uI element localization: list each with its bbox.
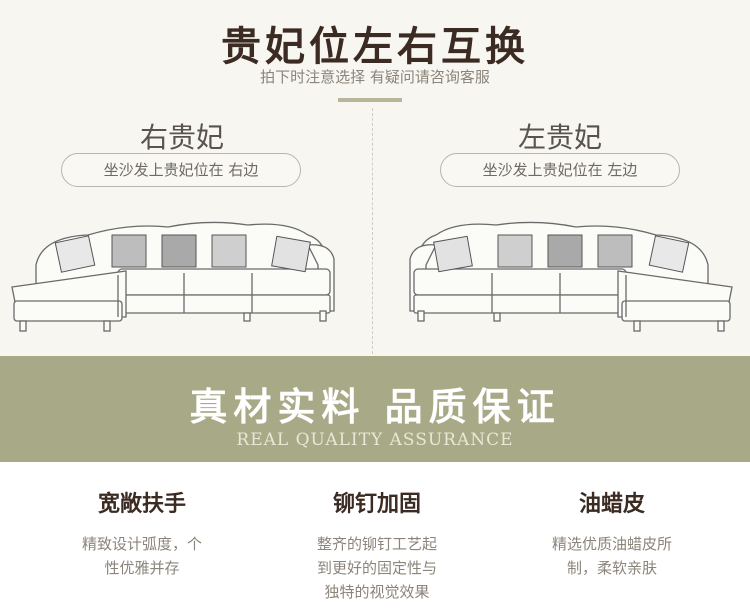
sofa-right-chaise-image bbox=[11, 221, 335, 332]
option-right-chaise-note: 坐沙发上贵妃位在 右边 bbox=[61, 153, 301, 187]
option-left-chaise-title: 左贵妃 bbox=[517, 121, 602, 154]
center-divider bbox=[372, 108, 373, 354]
page-title: 贵妃位左右互换 bbox=[221, 23, 529, 70]
feature-title: 宽敞扶手 bbox=[97, 491, 186, 517]
feature-armrest: 宽敞扶手 精致设计弧度，个 性优雅并存 bbox=[42, 486, 242, 580]
banner-subtitle: REAL QUALITY ASSURANCE bbox=[236, 430, 514, 450]
page-subtitle: 拍下时注意选择 有疑问请咨询客服 bbox=[260, 68, 490, 86]
quality-banner bbox=[0, 356, 750, 462]
title-underline bbox=[338, 98, 402, 102]
features-section bbox=[0, 462, 750, 612]
feature-description: 精致设计弧度，个 性优雅并存 bbox=[81, 535, 202, 577]
option-left-chaise-note: 坐沙发上贵妃位在 左边 bbox=[440, 153, 680, 187]
feature-title: 铆钉加固 bbox=[332, 491, 421, 517]
feature-description: 精选优质油蜡皮所 制，柔软亲肤 bbox=[551, 535, 672, 577]
sofa-left-chaise-image bbox=[409, 221, 733, 332]
feature-rivets: 铆钉加固 整齐的铆钉工艺起 到更好的固定性与 独特的视觉效果 bbox=[277, 486, 477, 604]
option-right-chaise-title: 右贵妃 bbox=[139, 121, 224, 154]
feature-description: 整齐的铆钉工艺起 到更好的固定性与 独特的视觉效果 bbox=[316, 535, 437, 601]
banner-title: 真材实料 品质保证 bbox=[189, 384, 561, 429]
feature-oil-wax-leather: 油蜡皮 精选优质油蜡皮所 制，柔软亲肤 bbox=[512, 486, 712, 580]
feature-title: 油蜡皮 bbox=[578, 491, 645, 517]
